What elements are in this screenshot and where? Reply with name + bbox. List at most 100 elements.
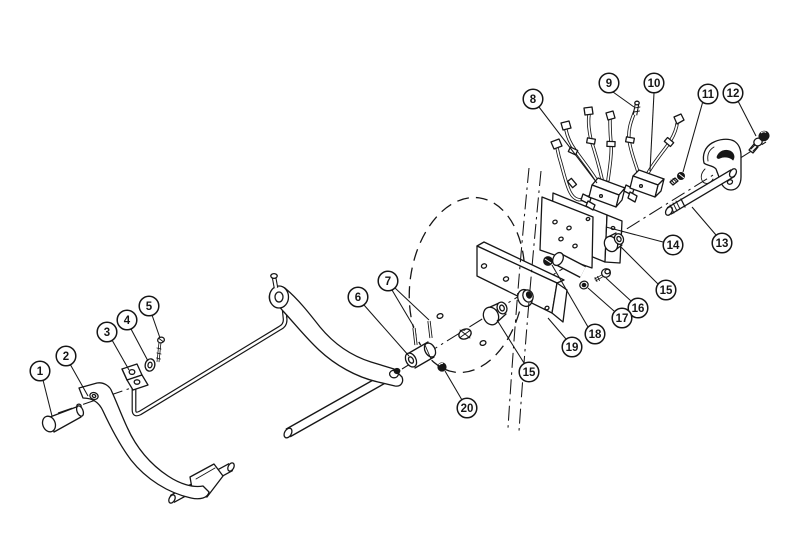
leader-line-17: [587, 287, 615, 312]
callout-15: 15: [496, 319, 540, 383]
leader-line-15: [496, 319, 525, 364]
cross-hole-mark: [458, 328, 472, 340]
callout-number-19: 19: [566, 342, 579, 354]
callout-number-15: 15: [660, 285, 673, 297]
callout-4: 4: [116, 309, 149, 362]
leader-line-20: [444, 370, 463, 401]
callout-14: 14: [605, 226, 684, 256]
callout-number-7: 7: [385, 276, 391, 288]
leader-line-5: [151, 314, 161, 339]
callout-circle-8: [522, 88, 544, 110]
crank-arm: [268, 285, 404, 387]
spacer-bushing: [404, 341, 437, 369]
callout-number-9: 9: [606, 78, 612, 90]
front-plate: [539, 196, 594, 269]
pivot-tube: [552, 251, 587, 278]
leader-line-18: [551, 264, 589, 328]
callout-2: 2: [55, 345, 89, 397]
bracket-slot: [716, 149, 735, 161]
micro-switch-right: [623, 169, 665, 203]
callout-20: 20: [444, 370, 478, 419]
pedal-arm-hole: [89, 391, 99, 401]
callout-8: 8: [522, 88, 598, 184]
phantom-panel-marks: [436, 312, 487, 347]
callout-circle-15: [655, 279, 677, 301]
callout-number-5: 5: [146, 301, 153, 313]
callout-circle-18: [584, 323, 606, 345]
callout-number-18: 18: [589, 329, 602, 341]
callout-number-16: 16: [632, 303, 645, 315]
wire-terminals: [550, 100, 685, 150]
callout-17: 17: [587, 287, 633, 329]
callout-circle-15: [518, 361, 540, 383]
pedal-arm: [78, 382, 210, 500]
callout-circle-19: [561, 336, 583, 358]
callout-number-2: 2: [63, 351, 69, 363]
small-hole: [479, 339, 487, 347]
leader-line-16: [605, 277, 632, 302]
callout-13: 13: [691, 206, 733, 254]
callout-3: 3: [96, 321, 130, 371]
bullet-connector: [632, 100, 641, 116]
callout-12: 12: [722, 82, 757, 137]
callout-9: 9: [598, 72, 635, 108]
callout-18: 18: [551, 264, 606, 345]
flanged-bushing-right: [603, 232, 625, 253]
callout-1: 1: [29, 360, 53, 417]
callout-5: 5: [138, 295, 161, 339]
hex-bolt: [594, 268, 612, 282]
clevis-bolt: [270, 272, 279, 289]
leader-line-14: [605, 226, 664, 243]
angle-bracket: [476, 241, 568, 323]
callout-number-15: 15: [523, 367, 536, 379]
leader-line-15: [620, 246, 659, 285]
leader-line-7: [394, 287, 430, 321]
callout-number-13: 13: [716, 238, 729, 250]
micro-switch-left: [580, 177, 626, 211]
callout-number-4: 4: [124, 315, 131, 327]
callout-circle-7: [377, 270, 399, 292]
rod-bracket: [121, 363, 149, 391]
callout-number-6: 6: [355, 292, 361, 304]
callout-circle-3: [96, 321, 118, 343]
leader-line-12: [737, 100, 757, 137]
pivot-shaft: [664, 168, 738, 216]
callout-circle-6: [347, 286, 369, 308]
crank-shaft: [283, 371, 392, 439]
callout-circle-4: [116, 309, 138, 331]
leader-line-6: [363, 304, 410, 357]
callout-circle-12: [722, 82, 744, 104]
leader-line-19: [547, 317, 567, 340]
callout-circle-14: [662, 234, 684, 256]
callout-circle-1: [29, 360, 51, 382]
crank-clevis: [268, 285, 290, 309]
callout-16: 16: [605, 277, 649, 319]
callout-circle-13: [711, 232, 733, 254]
socket-screw-18: [543, 256, 553, 266]
leader-line-1: [42, 379, 53, 417]
leader-line-10: [649, 92, 655, 172]
plate-holes: [552, 216, 591, 249]
plug-button: [437, 362, 447, 372]
pedal-group: [41, 336, 235, 504]
phantom-column-lines: [507, 167, 542, 432]
mounting-screw: [156, 336, 166, 363]
callout-circle-5: [138, 295, 160, 317]
callout-number-1: 1: [37, 366, 44, 378]
callout-7: 7: [377, 270, 430, 328]
callout-circle-2: [55, 345, 77, 367]
yoke-bolt: [388, 367, 401, 379]
leader-line-2: [69, 363, 89, 397]
flanged-bushing-left: [482, 301, 508, 326]
callout-number-8: 8: [530, 94, 537, 106]
callout-circle-17: [611, 307, 633, 329]
washer: [144, 358, 156, 372]
bracket-lip: [551, 282, 568, 323]
crank-group: [268, 272, 404, 439]
callout-number-12: 12: [727, 88, 740, 100]
callout-19: 19: [547, 317, 583, 358]
callout-number-14: 14: [667, 240, 680, 252]
